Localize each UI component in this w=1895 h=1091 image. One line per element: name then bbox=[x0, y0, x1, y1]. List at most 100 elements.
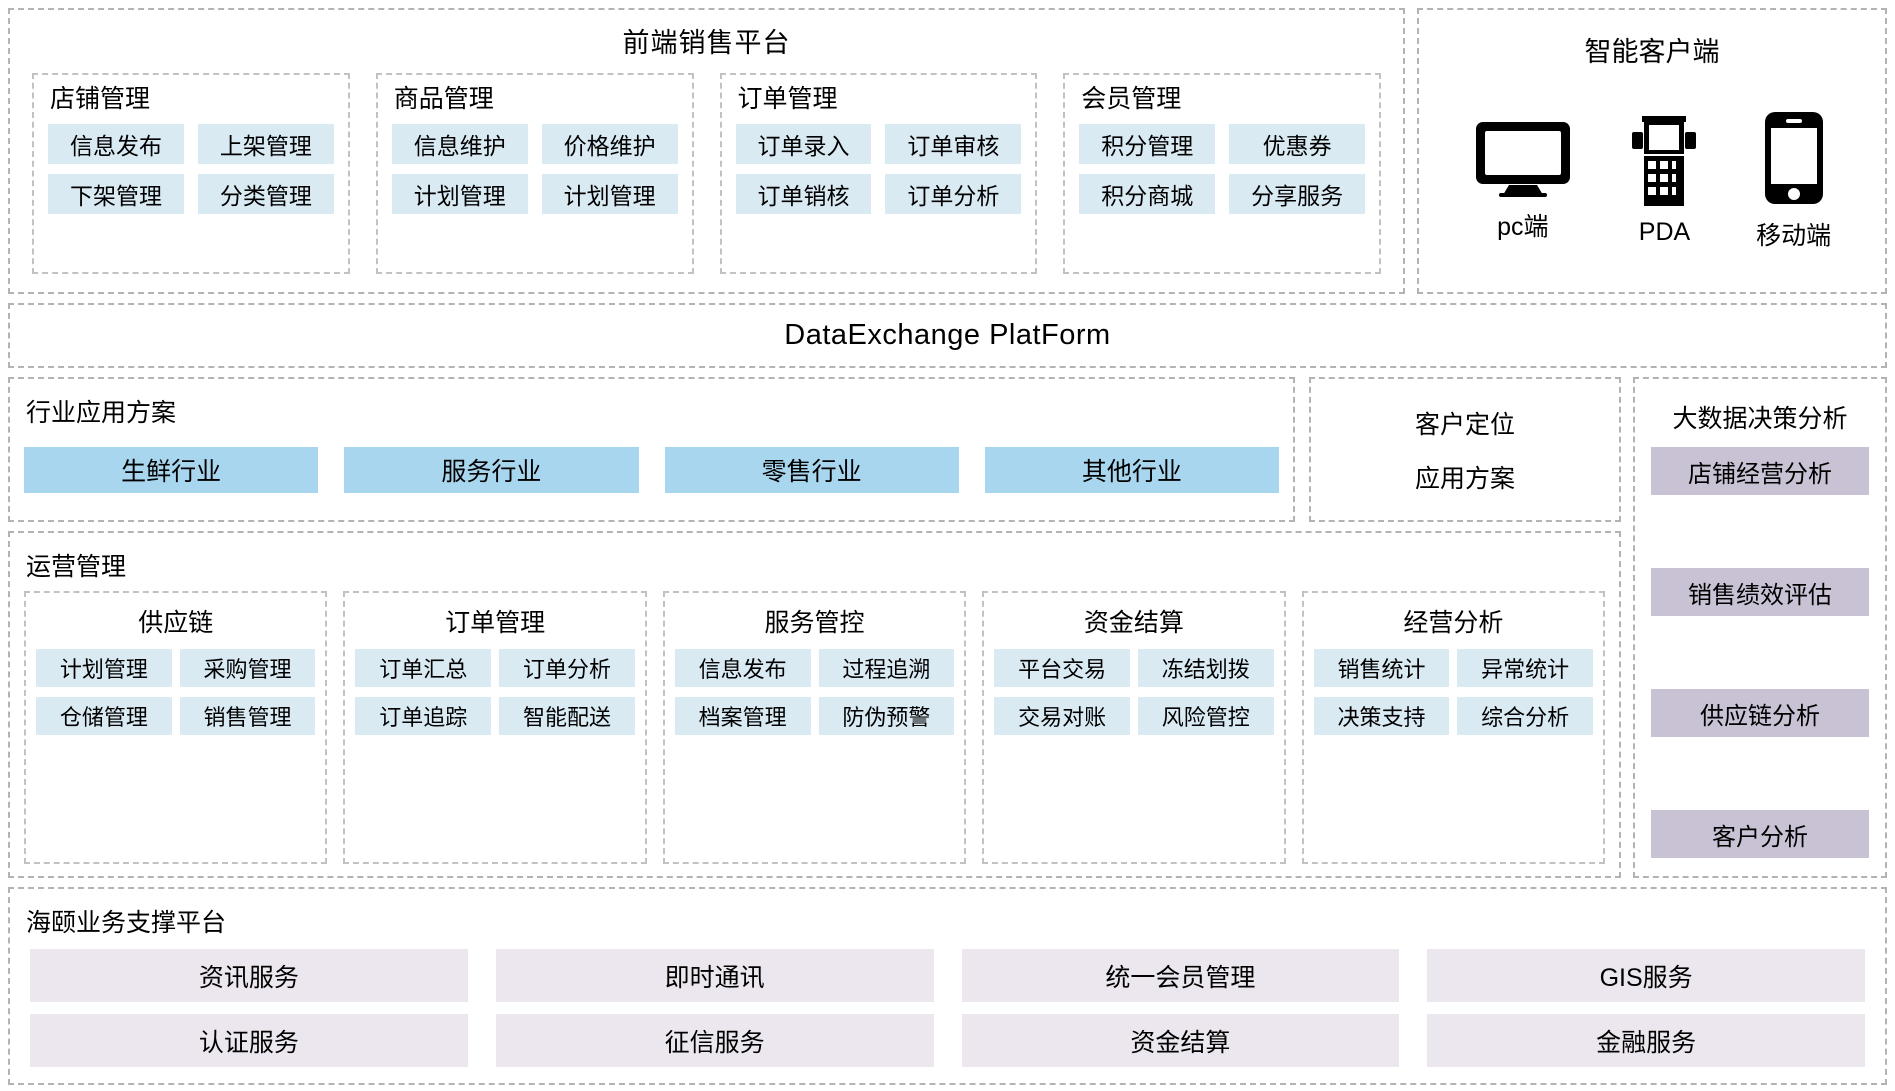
ops-item[interactable]: 信息发布 bbox=[674, 649, 811, 687]
support-item-list: 资讯服务 即时通讯 统一会员管理 GIS服务 认证服务 征信服务 资金结算 金融… bbox=[24, 949, 1871, 1069]
support-item[interactable]: 征信服务 bbox=[495, 1014, 934, 1067]
ops-group-title: 经营分析 bbox=[1403, 609, 1504, 637]
support-item[interactable]: 即时通讯 bbox=[495, 949, 934, 1002]
industry-tag[interactable]: 服务行业 bbox=[344, 446, 639, 493]
middle-left-column: 行业应用方案 生鲜行业 服务行业 零售行业 其他行业 客户定位 应用方案 运营管… bbox=[8, 377, 1621, 878]
frontend-item[interactable]: 分享服务 bbox=[1229, 173, 1365, 214]
frontend-item[interactable]: 订单审核 bbox=[885, 123, 1022, 164]
frontend-group-list: 店铺管理 信息发布 上架管理 下架管理 分类管理 商品管理 信息维护 价格维护 … bbox=[20, 73, 1393, 278]
frontend-item[interactable]: 信息发布 bbox=[48, 123, 184, 164]
industry-tag[interactable]: 其他行业 bbox=[984, 446, 1279, 493]
bigdata-item[interactable]: 客户分析 bbox=[1651, 810, 1869, 858]
bigdata-item[interactable]: 供应链分析 bbox=[1651, 689, 1869, 737]
industry-tag[interactable]: 零售行业 bbox=[664, 446, 959, 493]
ops-item[interactable]: 风险管控 bbox=[1137, 697, 1274, 735]
support-item[interactable]: 认证服务 bbox=[30, 1014, 468, 1067]
frontend-item[interactable]: 下架管理 bbox=[48, 173, 184, 214]
ops-group-supply-chain: 供应链 计划管理 采购管理 仓储管理 销售管理 bbox=[24, 591, 328, 864]
ops-group-business-analysis: 经营分析 销售统计 异常统计 决策支持 综合分析 bbox=[1301, 591, 1606, 864]
ops-item[interactable]: 订单汇总 bbox=[355, 649, 492, 687]
data-exchange-platform-bar: DataExchange PlatForm bbox=[8, 303, 1887, 368]
industry-and-locate-row: 行业应用方案 生鲜行业 服务行业 零售行业 其他行业 客户定位 应用方案 bbox=[8, 377, 1621, 522]
ops-group-items: 订单汇总 订单分析 订单追踪 智能配送 bbox=[355, 649, 635, 735]
frontend-item[interactable]: 价格维护 bbox=[541, 123, 678, 164]
support-platform-title: 海颐业务支撑平台 bbox=[26, 909, 227, 937]
support-item[interactable]: 资金结算 bbox=[961, 1014, 1400, 1067]
frontend-sales-platform-panel: 前端销售平台 店铺管理 信息发布 上架管理 下架管理 分类管理 商品管理 信息维… bbox=[8, 8, 1405, 294]
ops-item[interactable]: 异常统计 bbox=[1457, 649, 1594, 687]
frontend-item[interactable]: 订单销核 bbox=[735, 173, 872, 214]
frontend-item[interactable]: 计划管理 bbox=[541, 173, 678, 214]
support-platform-panel: 海颐业务支撑平台 资讯服务 即时通讯 统一会员管理 GIS服务 认证服务 征信服… bbox=[8, 887, 1887, 1085]
group-title: 店铺管理 bbox=[50, 85, 151, 113]
support-item[interactable]: GIS服务 bbox=[1427, 949, 1865, 1002]
client-device-pc: pc端 bbox=[1473, 119, 1573, 243]
ops-item[interactable]: 智能配送 bbox=[499, 697, 635, 735]
ops-group-title: 资金结算 bbox=[1083, 609, 1184, 637]
ops-item[interactable]: 交易对账 bbox=[994, 697, 1130, 735]
smart-client-panel: 智能客户端 pc端 bbox=[1417, 8, 1887, 294]
frontend-item[interactable]: 积分管理 bbox=[1079, 123, 1216, 164]
ops-group-title: 供应链 bbox=[138, 609, 214, 637]
frontend-item[interactable]: 上架管理 bbox=[197, 123, 334, 164]
frontend-platform-title: 前端销售平台 bbox=[622, 28, 791, 58]
ops-item[interactable]: 计划管理 bbox=[36, 649, 172, 687]
ops-item[interactable]: 冻结划拨 bbox=[1137, 649, 1274, 687]
frontend-item[interactable]: 信息维护 bbox=[391, 123, 528, 164]
frontend-item[interactable]: 优惠券 bbox=[1229, 123, 1365, 164]
group-title: 会员管理 bbox=[1081, 85, 1182, 113]
ops-item[interactable]: 决策支持 bbox=[1313, 697, 1450, 735]
group-items: 信息发布 上架管理 下架管理 分类管理 bbox=[48, 123, 334, 214]
ops-group-items: 销售统计 异常统计 决策支持 综合分析 bbox=[1313, 649, 1594, 735]
bigdata-item[interactable]: 销售绩效评估 bbox=[1651, 568, 1869, 616]
ops-item[interactable]: 过程追溯 bbox=[818, 649, 955, 687]
ops-item[interactable]: 销售管理 bbox=[179, 697, 316, 735]
ops-item[interactable]: 仓储管理 bbox=[36, 697, 172, 735]
ops-item[interactable]: 订单追踪 bbox=[355, 697, 492, 735]
ops-group-title: 订单管理 bbox=[445, 609, 546, 637]
frontend-item[interactable]: 积分商城 bbox=[1079, 173, 1216, 214]
group-items: 订单录入 订单审核 订单销核 订单分析 bbox=[735, 123, 1022, 214]
frontend-group-product: 商品管理 信息维护 价格维护 计划管理 计划管理 bbox=[375, 73, 694, 274]
support-item[interactable]: 资讯服务 bbox=[30, 949, 468, 1002]
bigdata-analysis-title: 大数据决策分析 bbox=[1672, 405, 1848, 433]
frontend-item[interactable]: 订单分析 bbox=[885, 173, 1022, 214]
client-device-pda: PDA bbox=[1628, 114, 1700, 247]
support-item[interactable]: 统一会员管理 bbox=[961, 949, 1400, 1002]
ops-group-items: 平台交易 冻结划拨 交易对账 风险管控 bbox=[994, 649, 1274, 735]
ops-item[interactable]: 档案管理 bbox=[674, 697, 811, 735]
data-exchange-platform-title: DataExchange PlatForm bbox=[784, 319, 1111, 351]
industry-tag[interactable]: 生鲜行业 bbox=[24, 446, 319, 493]
ops-item[interactable]: 平台交易 bbox=[994, 649, 1130, 687]
customer-locate-line2: 应用方案 bbox=[1414, 464, 1515, 493]
bigdata-item[interactable]: 店铺经营分析 bbox=[1651, 447, 1869, 495]
ops-group-service-control: 服务管控 信息发布 过程追溯 档案管理 防伪预警 bbox=[662, 591, 967, 864]
frontend-item[interactable]: 订单录入 bbox=[735, 123, 872, 164]
ops-item[interactable]: 防伪预警 bbox=[818, 697, 955, 735]
industry-tag-list: 生鲜行业 服务行业 零售行业 其他行业 bbox=[24, 437, 1279, 508]
client-device-label: 移动端 bbox=[1756, 221, 1832, 250]
bigdata-analysis-panel: 大数据决策分析 店铺经营分析 销售绩效评估 供应链分析 客户分析 bbox=[1633, 377, 1887, 878]
customer-locate-panel: 客户定位 应用方案 bbox=[1309, 377, 1621, 522]
ops-group-fund-settlement: 资金结算 平台交易 冻结划拨 交易对账 风险管控 bbox=[982, 591, 1286, 864]
operations-management-title: 运营管理 bbox=[26, 553, 127, 581]
group-title: 订单管理 bbox=[737, 85, 838, 113]
group-items: 积分管理 优惠券 积分商城 分享服务 bbox=[1079, 123, 1365, 214]
frontend-item[interactable]: 计划管理 bbox=[391, 173, 528, 214]
ops-item[interactable]: 销售统计 bbox=[1313, 649, 1450, 687]
top-row: 前端销售平台 店铺管理 信息发布 上架管理 下架管理 分类管理 商品管理 信息维… bbox=[8, 8, 1887, 294]
bigdata-item-list: 店铺经营分析 销售绩效评估 供应链分析 客户分析 bbox=[1651, 447, 1869, 862]
frontend-item[interactable]: 分类管理 bbox=[197, 173, 334, 214]
support-item[interactable]: 金融服务 bbox=[1427, 1014, 1865, 1067]
client-device-list: pc端 bbox=[1429, 79, 1875, 282]
group-title: 商品管理 bbox=[393, 85, 494, 113]
smart-client-title: 智能客户端 bbox=[1584, 37, 1720, 67]
ops-item[interactable]: 采购管理 bbox=[179, 649, 316, 687]
mobile-icon bbox=[1763, 110, 1825, 206]
frontend-group-member: 会员管理 积分管理 优惠券 积分商城 分享服务 bbox=[1063, 73, 1381, 274]
ops-group-items: 计划管理 采购管理 仓储管理 销售管理 bbox=[36, 649, 316, 735]
industry-solutions-title: 行业应用方案 bbox=[26, 399, 177, 427]
client-device-label: PDA bbox=[1638, 218, 1691, 246]
ops-item[interactable]: 订单分析 bbox=[499, 649, 635, 687]
ops-item[interactable]: 综合分析 bbox=[1457, 697, 1594, 735]
